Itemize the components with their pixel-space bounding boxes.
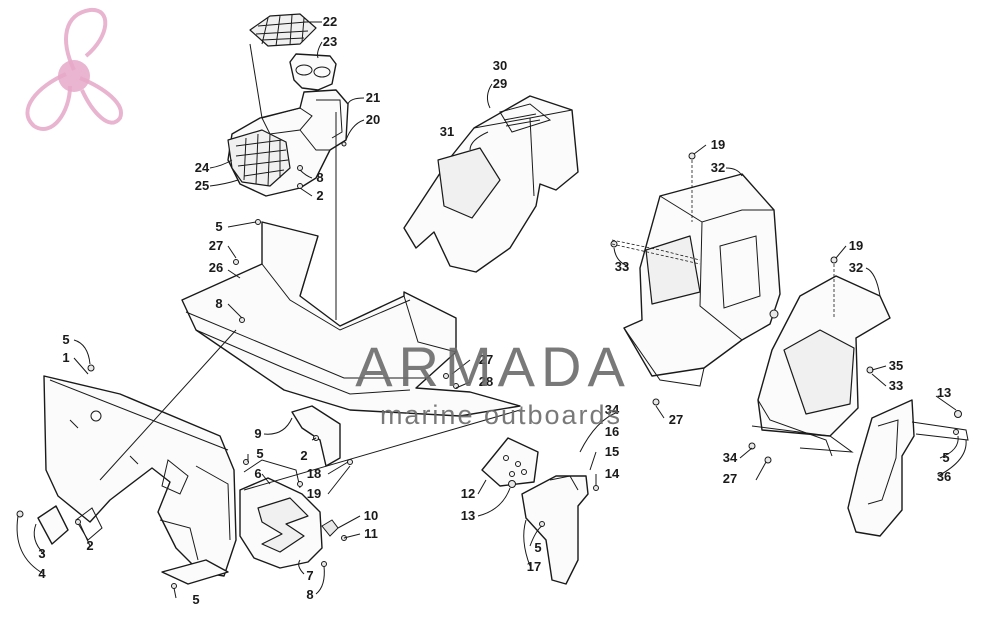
part-7-side-panel (239, 459, 323, 569)
callout-13: 13 (460, 508, 476, 523)
part-32-storage-box (611, 173, 781, 387)
assembly-lines (99, 160, 835, 491)
part-12-bracket-plate (481, 437, 539, 487)
callout-17: 17 (526, 559, 542, 574)
callout-16: 16 (604, 424, 620, 439)
part-29-fender-cover (403, 95, 579, 273)
callout-23: 23 (322, 34, 338, 49)
callout-32: 32 (848, 260, 864, 275)
callout-19: 19 (306, 486, 322, 501)
callout-7: 7 (306, 568, 314, 583)
callout-leaders (16, 21, 967, 599)
callout-36: 36 (936, 469, 952, 484)
watermark-brand: ARMADA (355, 335, 631, 398)
callout-12: 12 (460, 486, 476, 501)
callout-18: 18 (306, 466, 322, 481)
callout-22: 22 (322, 14, 338, 29)
part-32b-storage-liner (751, 275, 891, 457)
callout-2: 2 (316, 188, 324, 203)
callout-26: 26 (208, 260, 224, 275)
callout-2: 2 (86, 538, 94, 553)
callout-5: 5 (62, 332, 70, 347)
watermark-propeller-logo (25, 7, 123, 131)
callout-2: 2 (300, 448, 308, 463)
callout-25: 25 (194, 178, 210, 193)
part-35-side-panel (847, 399, 969, 537)
callout-8: 8 (306, 587, 314, 602)
callout-30: 30 (492, 58, 508, 73)
callout-14: 14 (604, 466, 620, 481)
callout-21: 21 (365, 90, 381, 105)
callout-4: 4 (38, 566, 46, 581)
callout-5: 5 (942, 450, 950, 465)
callout-27: 27 (668, 412, 684, 427)
callout-31: 31 (439, 124, 455, 139)
callout-27: 27 (722, 471, 738, 486)
callout-33: 33 (614, 259, 630, 274)
callout-33: 33 (888, 378, 904, 393)
callout-27: 27 (478, 352, 494, 367)
callout-34: 34 (604, 402, 620, 417)
callout-8: 8 (316, 170, 324, 185)
part-23-cupholder (289, 53, 337, 91)
callout-20: 20 (365, 112, 381, 127)
callout-34: 34 (722, 450, 738, 465)
propeller-icon (25, 7, 123, 131)
callout-32: 32 (710, 160, 726, 175)
callout-5: 5 (256, 446, 264, 461)
callout-24: 24 (194, 160, 210, 175)
part-lower-bracket (161, 559, 229, 585)
callout-5: 5 (534, 540, 542, 555)
callout-28: 28 (478, 374, 494, 389)
callout-5: 5 (215, 219, 223, 234)
part-22-grille (249, 13, 317, 47)
callout-9: 9 (254, 426, 262, 441)
part-1-front-panel (43, 375, 237, 577)
callout-8: 8 (215, 296, 223, 311)
callout-29: 29 (492, 76, 508, 91)
callout-11: 11 (364, 526, 378, 541)
callout-19: 19 (848, 238, 864, 253)
callout-15: 15 (604, 444, 620, 459)
part-10-clip (321, 519, 339, 537)
callout-13: 13 (936, 385, 952, 400)
callout-3: 3 (38, 546, 46, 561)
callout-5: 5 (192, 592, 200, 607)
callout-6: 6 (254, 466, 262, 481)
callout-19: 19 (710, 137, 726, 152)
callout-1: 1 (62, 350, 70, 365)
callout-35: 35 (888, 358, 904, 373)
callout-27: 27 (208, 238, 224, 253)
watermark-tagline: marine outboards (379, 400, 623, 430)
callout-10: 10 (363, 508, 379, 523)
part-16-mud-flap (521, 475, 589, 585)
part-24-grille-mesh (227, 129, 291, 187)
hardware (16, 141, 962, 589)
